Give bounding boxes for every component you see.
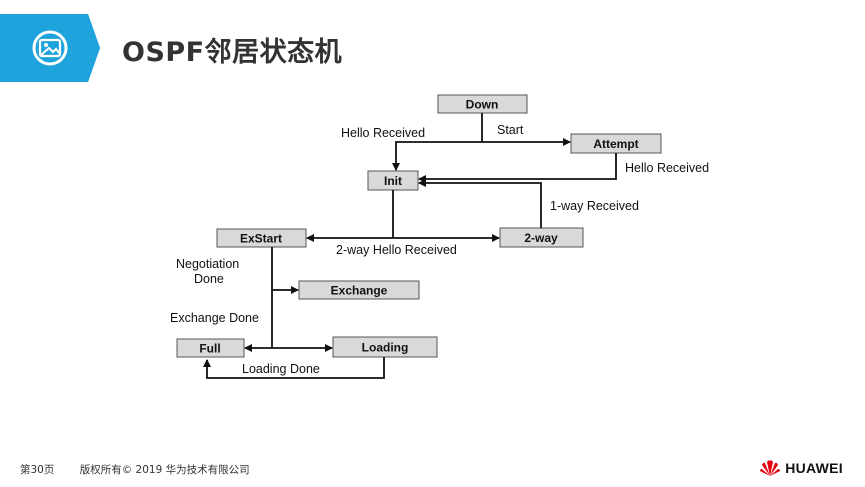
header-band: [0, 14, 100, 82]
label-negotiation: Negotiation: [176, 257, 239, 271]
edge-exstart-exchange: [271, 247, 299, 294]
page-title: OSPF邻居状态机: [122, 37, 343, 68]
label-hello-received-left: Hello Received: [341, 126, 425, 140]
edge-twoway-init: [418, 179, 542, 228]
state-attempt: Attempt: [570, 133, 662, 154]
state-loading-label: Loading: [362, 341, 409, 355]
state-full-label: Full: [199, 342, 220, 356]
page-number: 第30页: [20, 464, 55, 476]
state-down: Down: [437, 94, 528, 114]
huawei-flower-icon: [760, 460, 781, 476]
state-exstart: ExStart: [216, 228, 307, 248]
label-negotiation-done: Done: [194, 272, 224, 286]
state-twoway: 2-way: [499, 227, 584, 248]
state-down-label: Down: [466, 98, 499, 112]
label-start: Start: [497, 123, 524, 137]
copyright-text: 版权所有© 2019 华为技术有限公司: [79, 464, 250, 476]
footer: 第30页 版权所有© 2019 华为技术有限公司: [20, 462, 272, 477]
state-exchange-label: Exchange: [331, 284, 388, 298]
label-one-way-received: 1-way Received: [550, 199, 639, 213]
state-attempt-label: Attempt: [593, 137, 638, 151]
label-hello-received-right: Hello Received: [625, 161, 709, 175]
edge-attempt-init: [418, 153, 617, 183]
brand-name: HUAWEI: [785, 460, 843, 476]
label-loading-done: Loading Done: [242, 362, 320, 376]
state-exchange: Exchange: [298, 280, 420, 300]
state-loading: Loading: [332, 336, 438, 358]
state-exstart-label: ExStart: [240, 232, 282, 246]
image-icon: [32, 30, 68, 66]
edge-down-init: [392, 113, 483, 171]
state-full: Full: [176, 338, 245, 358]
state-init: Init: [367, 170, 419, 191]
huawei-logo: HUAWEI: [759, 458, 843, 478]
state-twoway-label: 2-way: [524, 231, 558, 245]
label-two-way-hello-received: 2-way Hello Received: [336, 243, 457, 257]
edge-loading-full: [203, 357, 385, 379]
state-init-label: Init: [384, 174, 402, 188]
label-exchange-done: Exchange Done: [170, 311, 259, 325]
